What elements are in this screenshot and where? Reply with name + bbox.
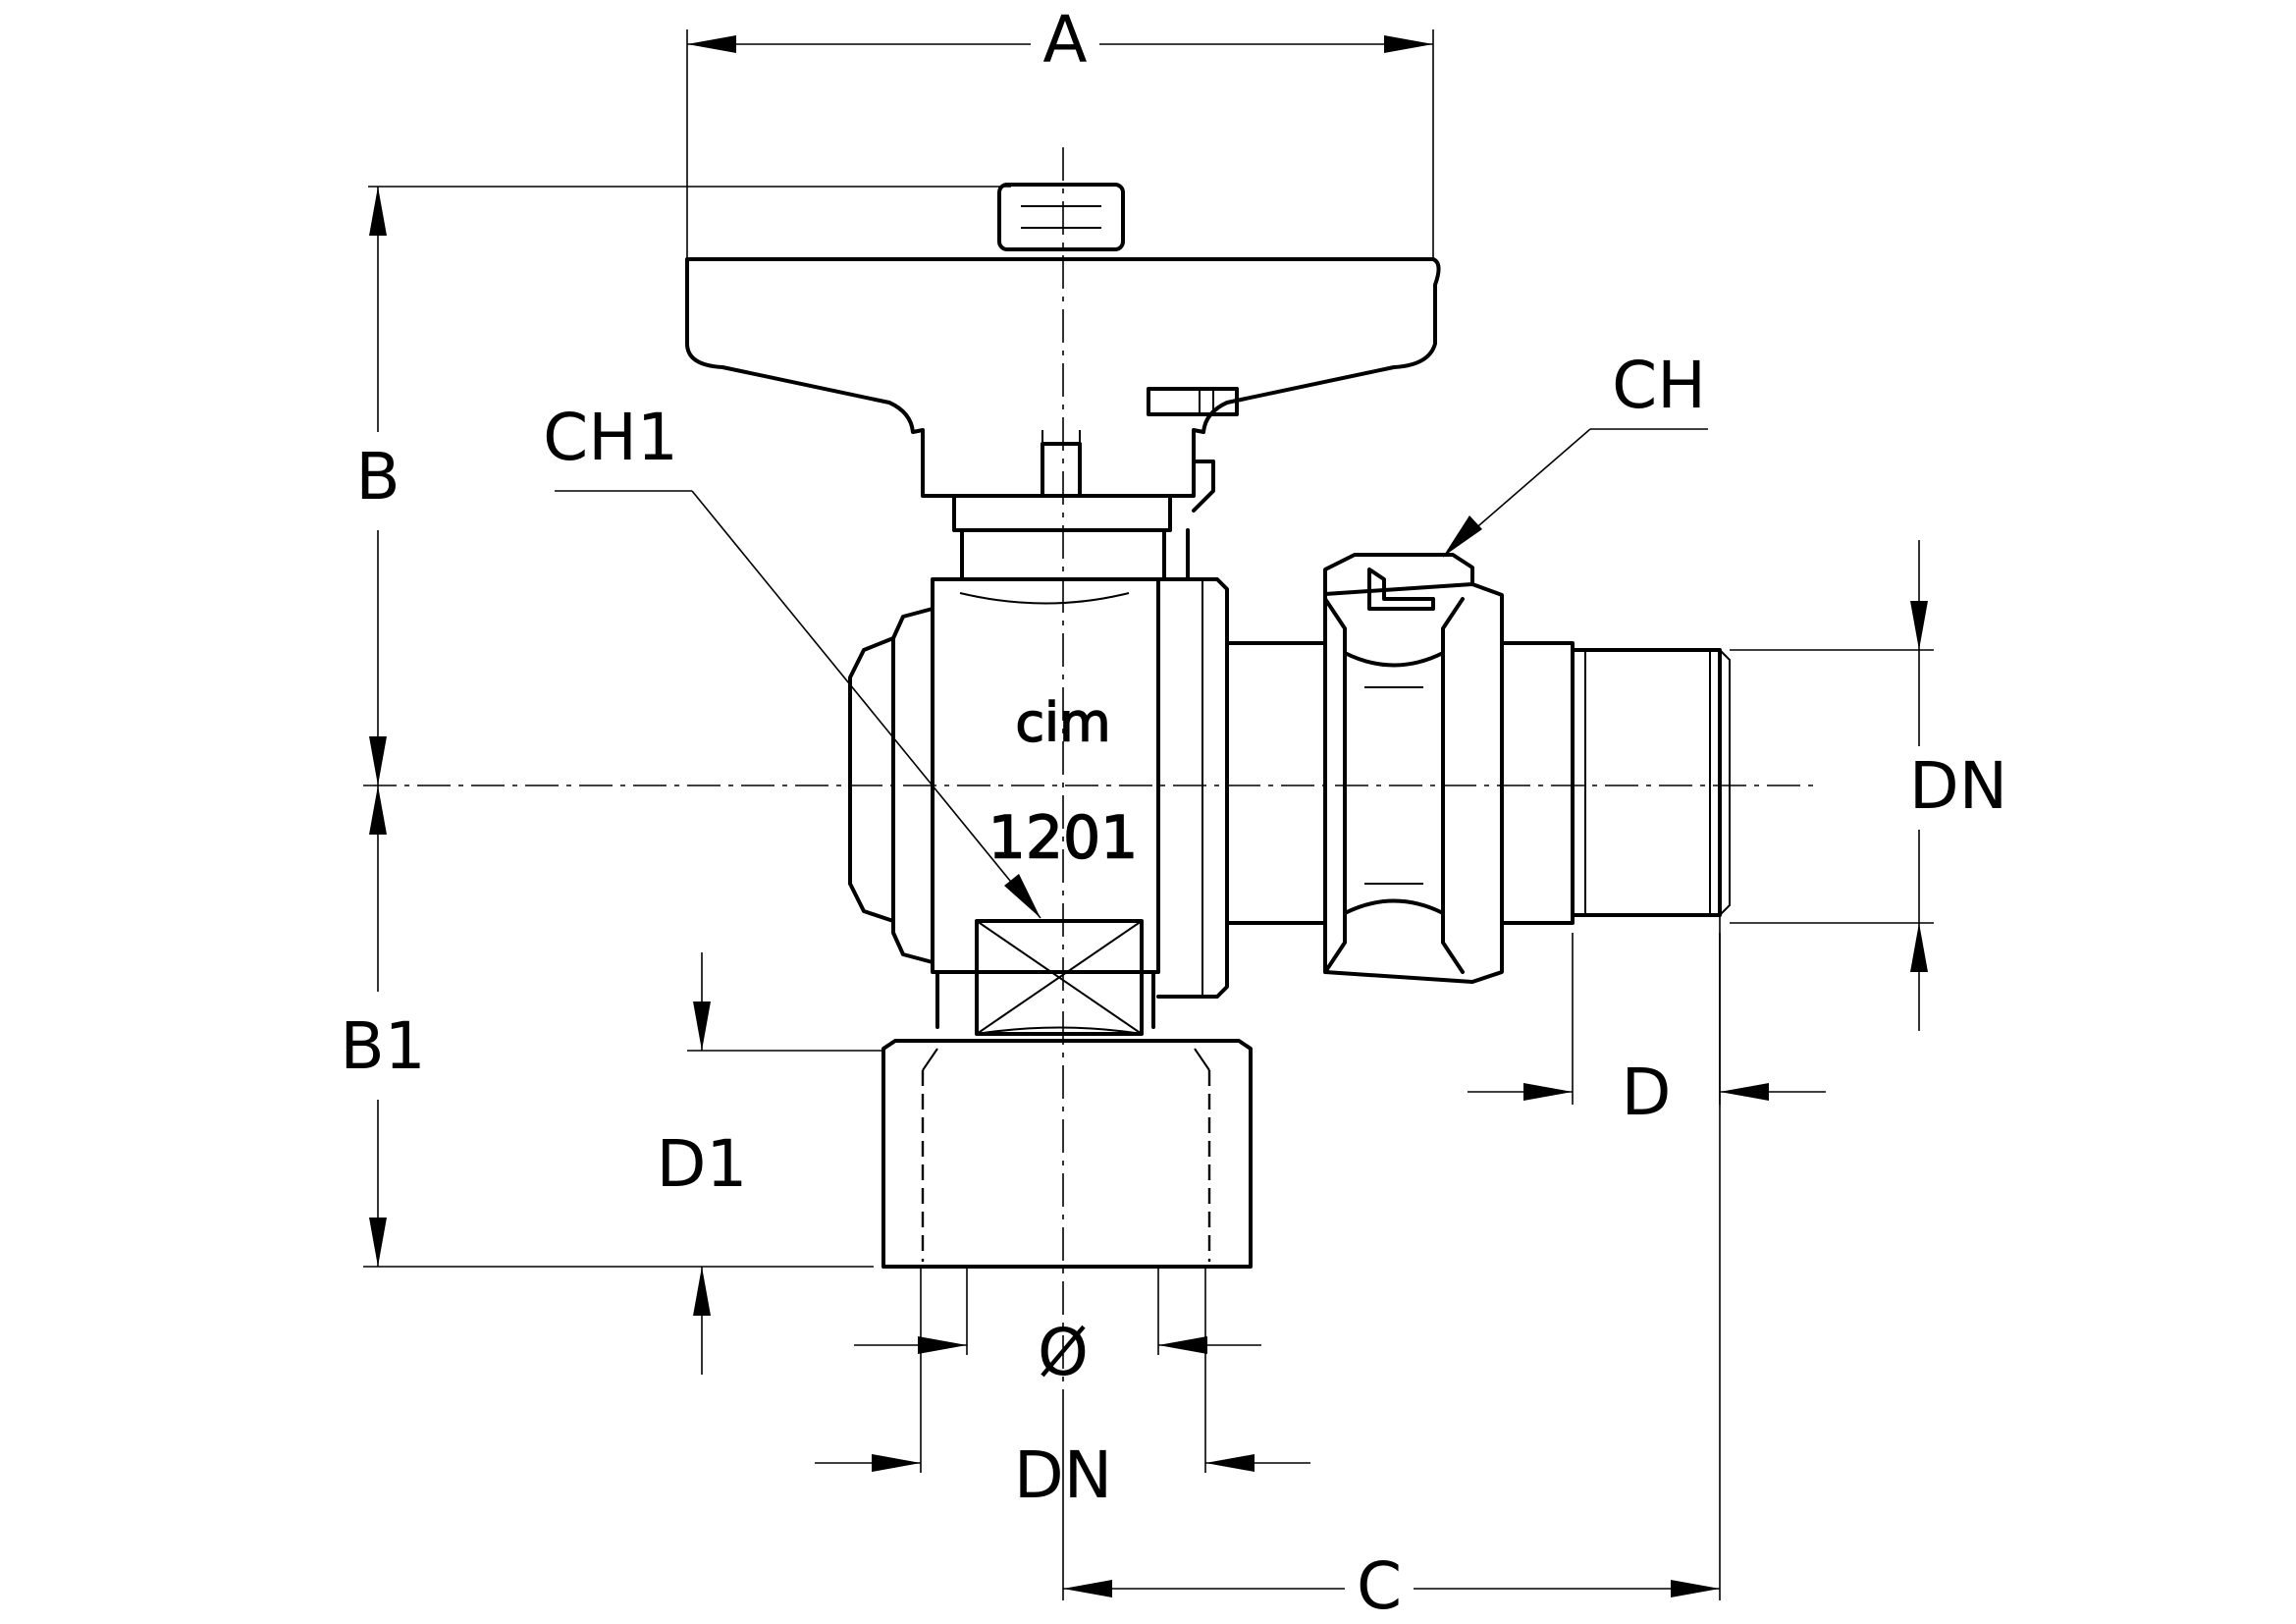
valve-stem <box>952 494 1190 581</box>
dim-label-d: D <box>1622 1055 1672 1130</box>
dim-label-dn-bottom: DN <box>1014 1437 1112 1513</box>
dim-label-b1: B1 <box>340 1008 425 1084</box>
valve-body <box>848 577 1229 999</box>
right-union <box>1225 553 1731 984</box>
model-marking: 1201 <box>988 804 1139 873</box>
dim-label-dn-right: DN <box>1909 748 2007 824</box>
butterfly-handle <box>685 183 1441 513</box>
bottom-port <box>881 919 1253 1269</box>
dim-label-b: B <box>355 439 400 514</box>
dim-label-ch1: CH1 <box>543 400 678 475</box>
dimension-labels: A B B1 CH1 CH DN D D1 Ø DN C <box>340 2 2007 1624</box>
dim-label-c: C <box>1357 1548 1402 1624</box>
dim-label-diameter: Ø <box>1038 1315 1089 1390</box>
center-lines <box>363 147 1816 1394</box>
dim-label-d1: D1 <box>657 1126 748 1202</box>
body-markings: cim 1201 <box>988 691 1139 873</box>
dim-label-a: A <box>1042 2 1087 78</box>
brand-marking: cim <box>1015 692 1110 754</box>
dim-label-ch: CH <box>1612 348 1706 423</box>
dimension-lines <box>363 29 1934 1600</box>
